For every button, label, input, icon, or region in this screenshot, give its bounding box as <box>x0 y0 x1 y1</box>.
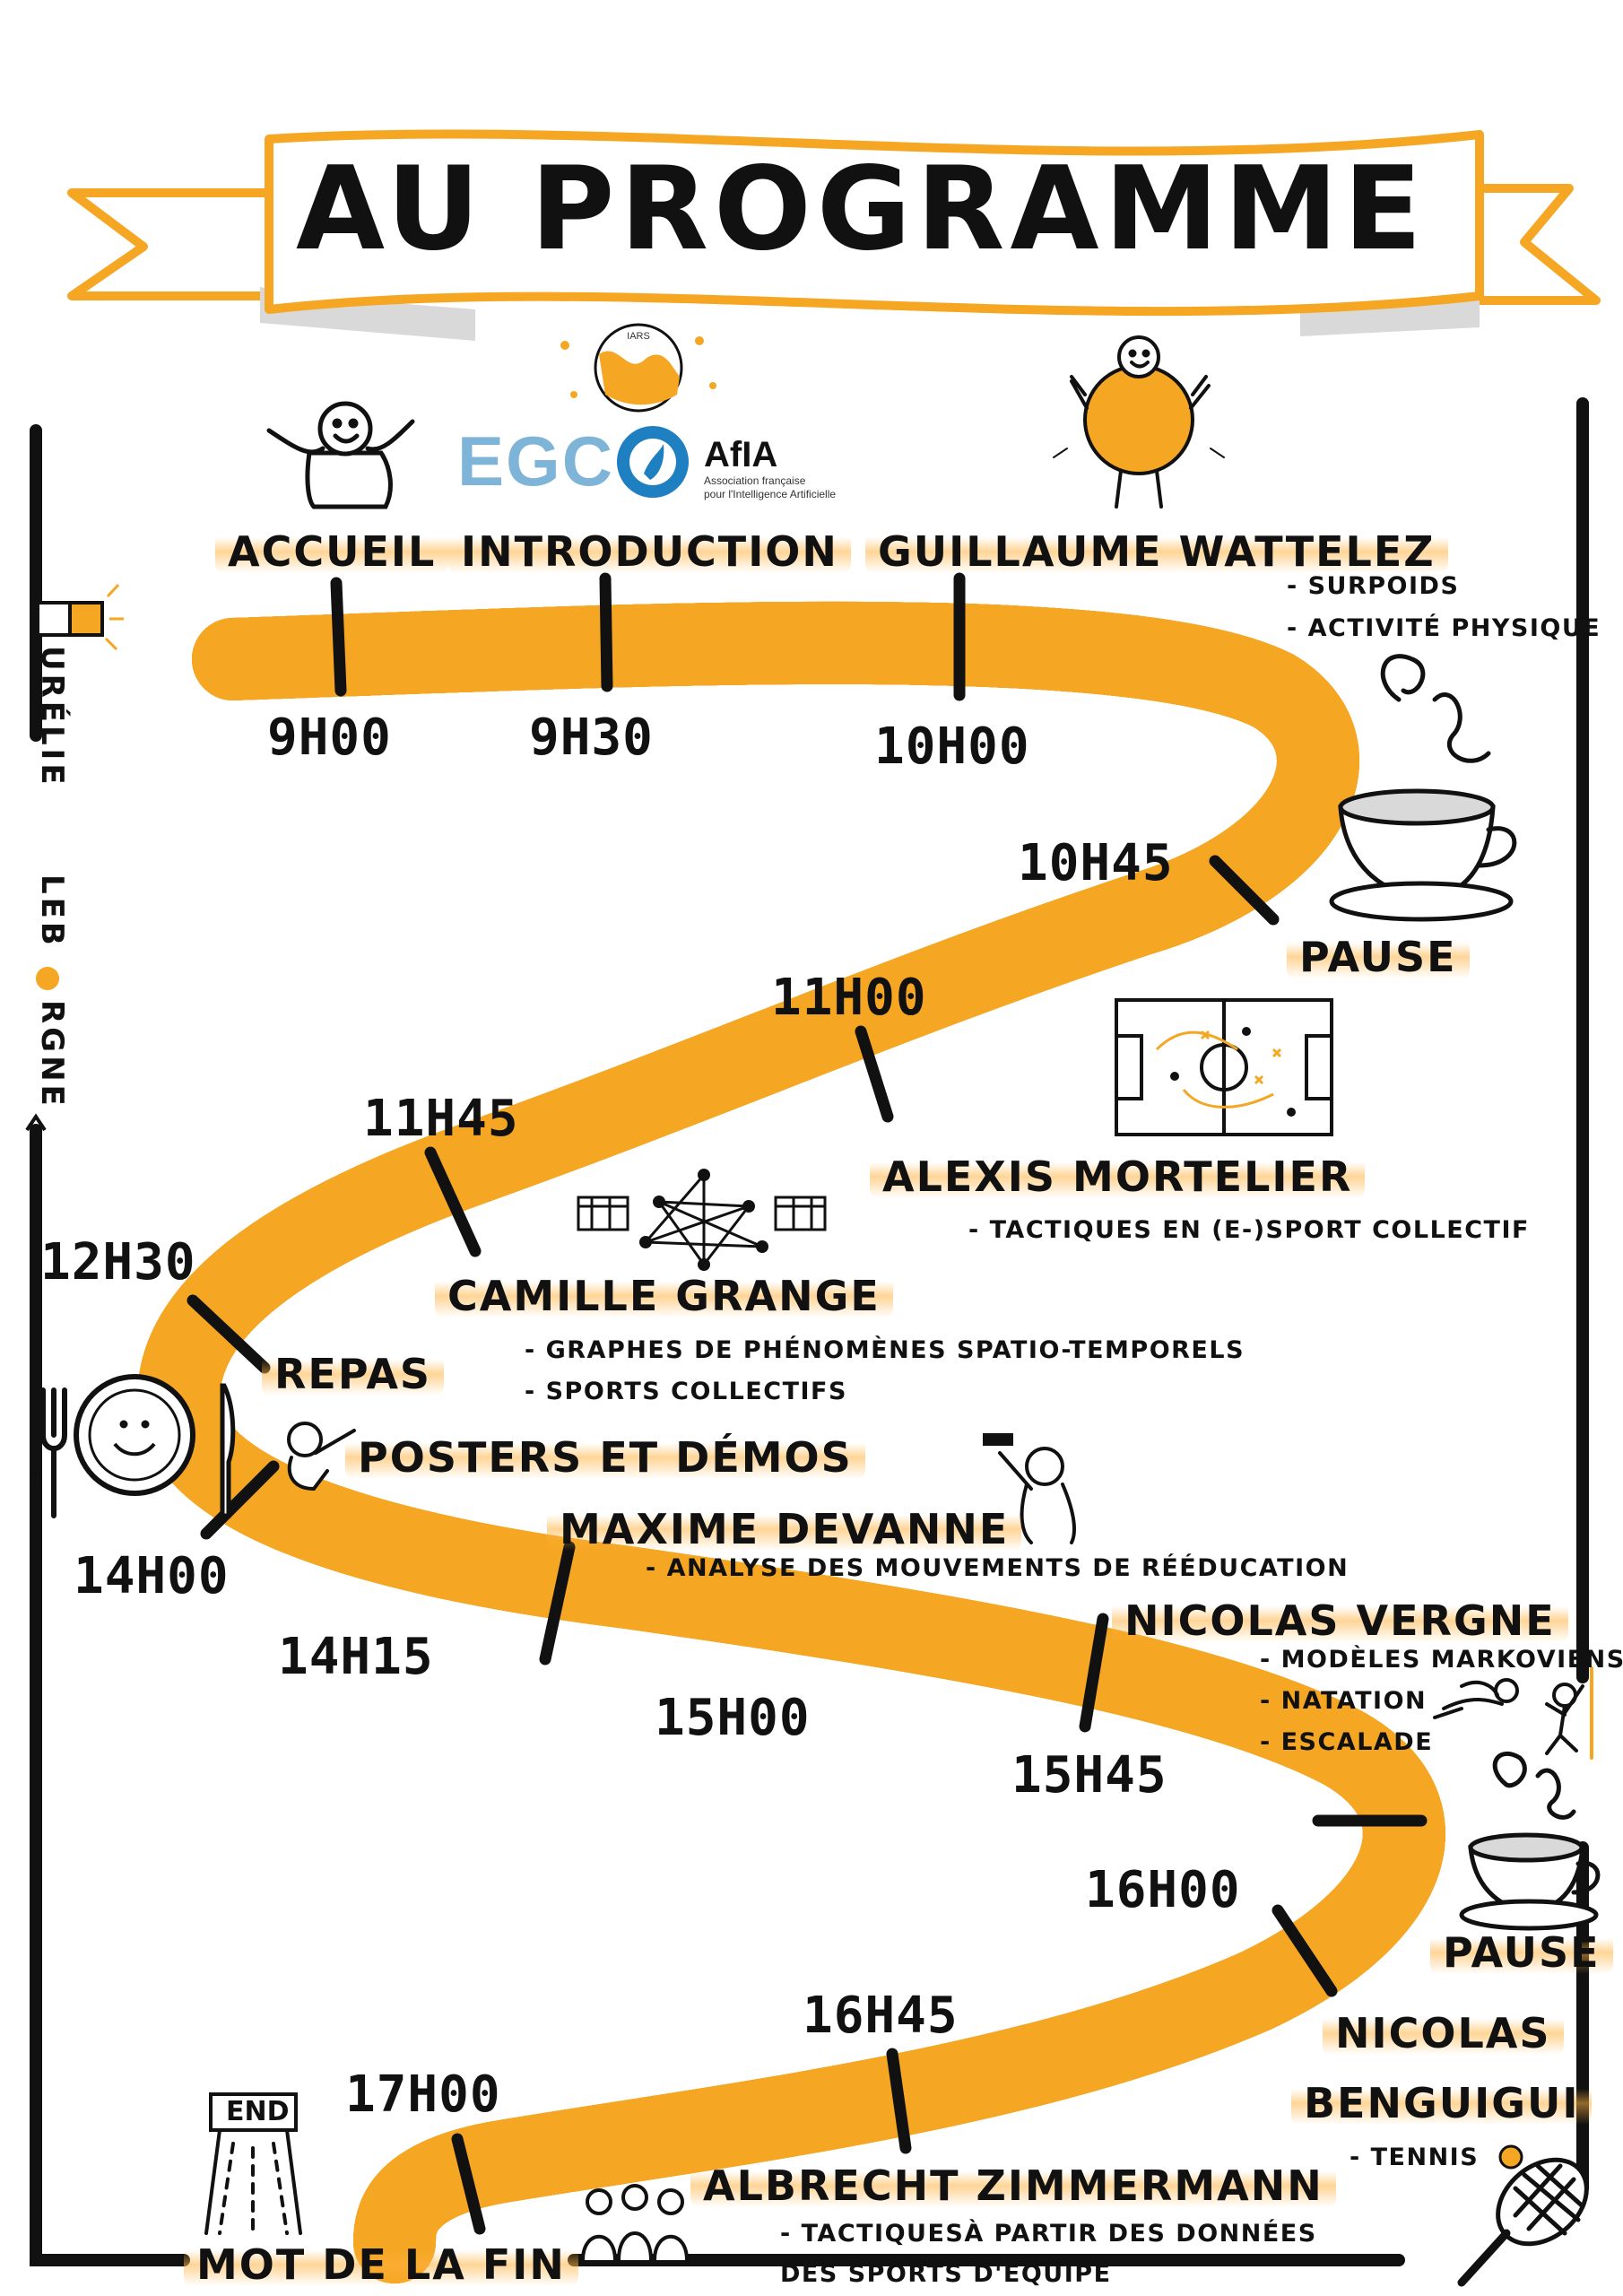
afia-logo-sub-1: Association française <box>704 474 806 487</box>
time-12h30: 12H30 <box>40 1233 196 1292</box>
label-pause-1: PAUSE <box>1287 933 1470 981</box>
tick-9h30 <box>599 572 613 692</box>
tick-16h45 <box>886 2048 912 2154</box>
topic-natation: - NATATION <box>1260 1687 1428 1715</box>
page-frame <box>30 397 1589 2266</box>
topic-activite-physique: - ACTIVITÉ PHYSIQUE <box>1287 614 1601 642</box>
author-first-name: URÉLIE <box>34 646 70 788</box>
network-graph-icon <box>577 1169 827 1271</box>
page-title: AU PROGRAMME <box>296 143 1428 276</box>
knife-icon <box>220 1383 236 1518</box>
group-people-icon <box>581 2184 689 2262</box>
topic-surpoids: - SURPOIDS <box>1287 572 1460 600</box>
time-10h45: 10H45 <box>1018 834 1174 892</box>
time-16h45: 16H45 <box>803 1987 959 2045</box>
fork-icon <box>40 1387 67 1518</box>
topic-tennis: - TENNIS <box>1350 2144 1480 2171</box>
jumping-person-icon <box>1053 335 1225 509</box>
afia-logo-sub-2: pour l'Intelligence Artificielle <box>704 488 837 500</box>
coffee-cup-icon-2 <box>1459 1751 1601 1931</box>
topic-escalade: - ESCALADE <box>1260 1728 1434 1756</box>
finish-line-icon <box>204 2092 302 2235</box>
topic-graphes: - GRAPHES DE PHÉNOMÈNES SPATIO-TEMPORELS <box>525 1336 1245 1364</box>
time-14h15: 14H15 <box>278 1628 434 1686</box>
timeline-road <box>178 643 1404 2283</box>
dumbbell-person-icon <box>983 1433 1076 1544</box>
title-banner <box>67 129 1601 341</box>
afia-logo-icon <box>617 426 689 498</box>
tick-15h00 <box>1079 1613 1109 1733</box>
topic-reeducation: - ANALYSE DES MOUVEMENTS DE RÉÉDUCATION <box>646 1554 1350 1582</box>
tick-10h45 <box>1209 855 1280 926</box>
label-pause-2: PAUSE <box>1430 1928 1613 1977</box>
label-alexis-mortelier: ALEXIS MORTELIER <box>870 1152 1366 1201</box>
author-heart-o <box>36 967 59 990</box>
plate-icon <box>74 1374 195 1496</box>
climber-icon <box>1545 1666 1593 1760</box>
finish-sign-text: END <box>226 2096 290 2127</box>
egc-logo: EGC <box>457 422 615 500</box>
puzzle-icon <box>36 583 124 651</box>
timeline-ticks <box>187 572 1428 2235</box>
afia-logo-text: AfIA <box>704 435 778 474</box>
globe-logo-icon: IARS <box>560 323 716 413</box>
tick-9h00 <box>330 577 347 697</box>
football-pitch-icon <box>1115 998 1333 1136</box>
label-repas: REPAS <box>262 1350 445 1398</box>
label-accueil: ACCUEIL <box>215 527 449 576</box>
tick-14h15 <box>539 1541 576 1665</box>
label-albrecht-zimmermann: ALBRECHT ZIMMERMANN <box>690 2161 1336 2210</box>
coffee-cup-icon <box>1329 654 1517 922</box>
time-9h30: 9H30 <box>529 709 654 767</box>
label-maxime-devanne: MAXIME DEVANNE <box>547 1505 1022 1553</box>
tick-16h00 <box>1271 1904 1338 1997</box>
time-10h00: 10H00 <box>874 718 1030 776</box>
tick-17h00 <box>451 2133 486 2235</box>
tennis-racket-icon <box>1457 2144 1589 2287</box>
time-11h00: 11H00 <box>771 969 927 1027</box>
topic-tactiques-esport: - TACTIQUES EN (E-)SPORT COLLECTIF <box>968 1216 1530 1244</box>
label-guillaume-wattelez: GUILLAUME WATTELEZ <box>865 527 1448 576</box>
label-nicolas-benguigui-2: BENGUIGUI <box>1291 2079 1593 2127</box>
time-9h00: 9H00 <box>267 709 392 767</box>
topic-tactiques-donnees: - TACTIQUESÀ PARTIR DES DONNÉES <box>780 2220 1317 2248</box>
time-11h45: 11H45 <box>363 1090 519 1148</box>
time-14h00: 14H00 <box>74 1547 230 1605</box>
time-17h00: 17H00 <box>345 2066 501 2124</box>
time-15h45: 15H45 <box>1011 1746 1167 1805</box>
tick-14h00 <box>200 1460 280 1540</box>
time-16h00: 16H00 <box>1085 1861 1241 1919</box>
label-nicolas-benguigui-1: NICOLAS <box>1323 2009 1564 2057</box>
topic-markoviens: - MODÈLES MARKOVIENS <box>1260 1646 1623 1674</box>
time-15h00: 15H00 <box>655 1689 811 1747</box>
label-posters-demos: POSTERS ET DÉMOS <box>345 1433 865 1482</box>
label-nicolas-vergne: NICOLAS VERGNE <box>1112 1596 1568 1645</box>
topic-sports-equipe: DES SPORTS D'ÉQUIPE <box>780 2260 1112 2288</box>
waving-person-icon <box>266 401 415 509</box>
author-last-name-a: LEB <box>34 874 70 949</box>
tick-11h45 <box>424 1146 482 1257</box>
pointing-person-icon <box>287 1422 356 1492</box>
author-last-name-b: RGNE <box>34 1000 70 1109</box>
label-introduction: INTRODUCTION <box>448 527 851 576</box>
svg-text:IARS: IARS <box>627 331 650 342</box>
swimmer-icon <box>1433 1678 1519 1719</box>
tick-11h00 <box>855 1025 894 1123</box>
tick-12h30 <box>187 1294 271 1374</box>
topic-sports-collectifs: - SPORTS COLLECTIFS <box>525 1378 847 1405</box>
label-camille-grange: CAMILLE GRANGE <box>435 1272 893 1320</box>
frame-arrow-decor <box>25 1113 47 1132</box>
label-mot-de-la-fin: MOT DE LA FIN <box>184 2240 578 2289</box>
